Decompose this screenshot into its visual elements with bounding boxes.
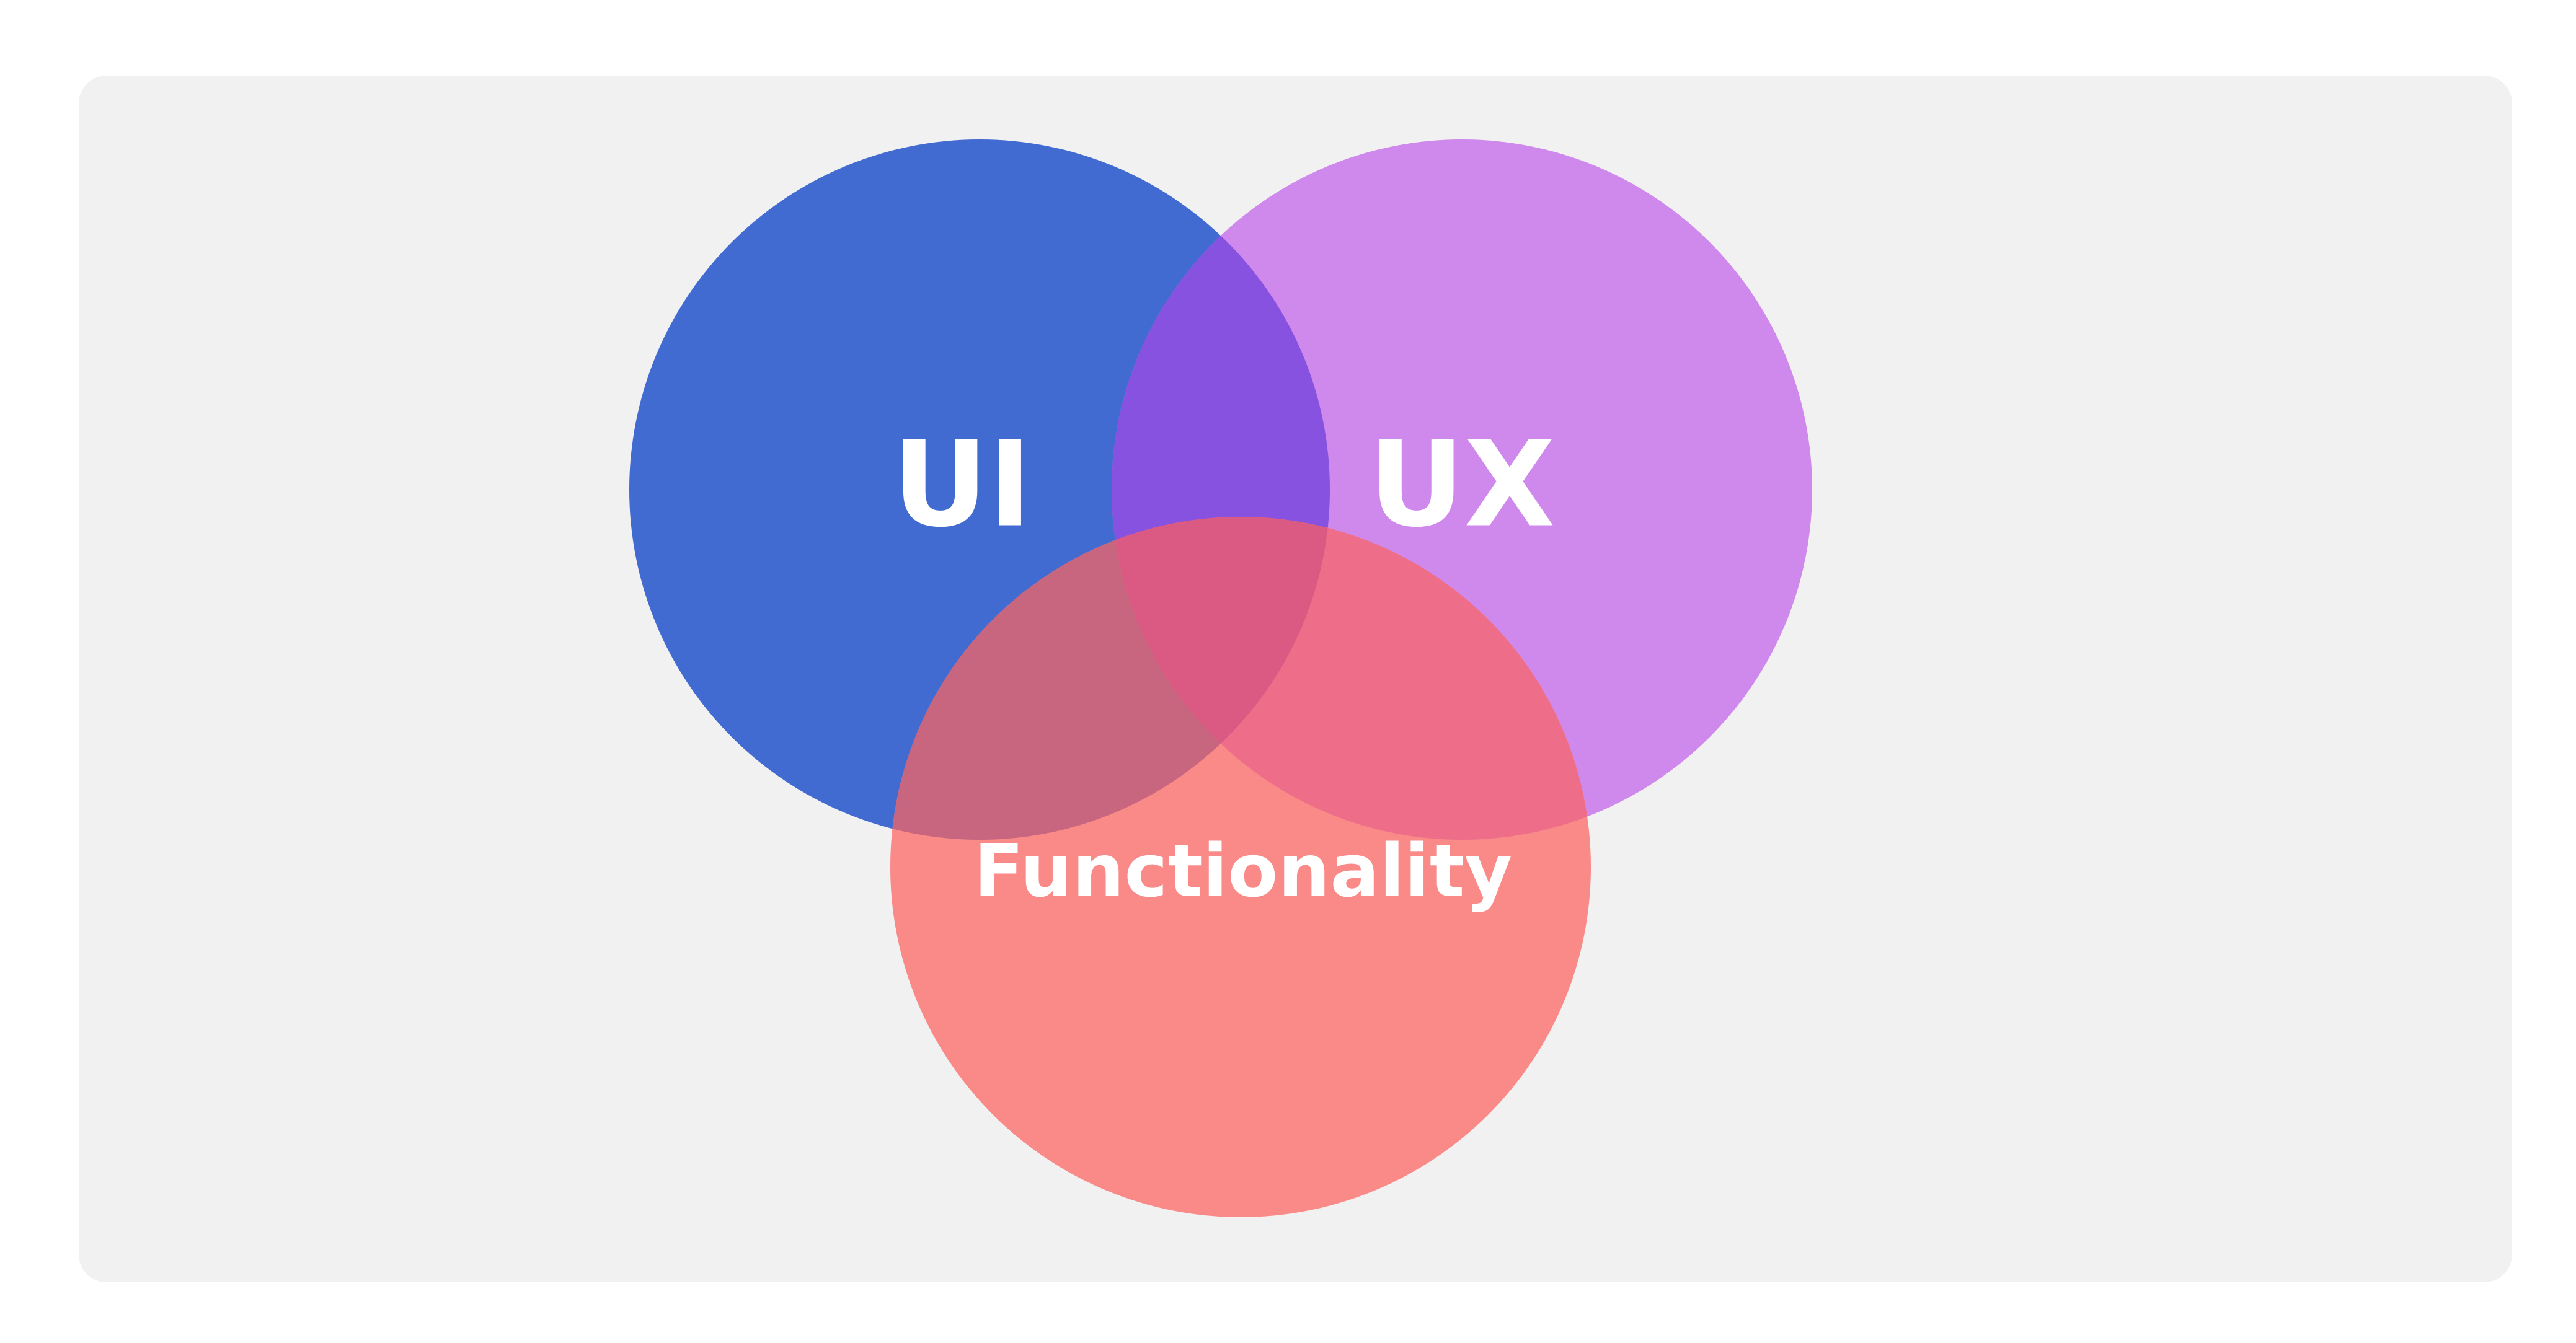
ux-label: UX <box>1369 416 1556 553</box>
ui-label: UI <box>893 416 1032 553</box>
functionality-label: Functionality <box>974 828 1512 914</box>
ux-functionality-overlap <box>1112 517 1591 840</box>
ui-functionality-overlap <box>890 517 1330 840</box>
